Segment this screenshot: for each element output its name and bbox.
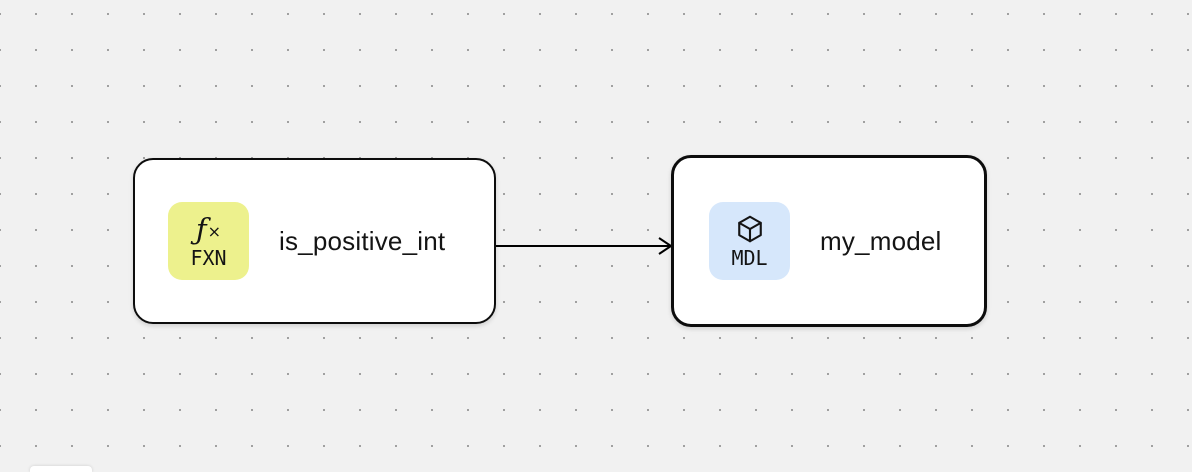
node-my_model[interactable]: MDL my_model [671,155,987,327]
edge-is_positive_int-to-my_model[interactable] [495,235,675,257]
cube-icon [735,212,765,246]
model-badge: MDL [709,202,790,280]
node-label: is_positive_int [279,225,446,256]
function-badge: ƒ × FXN [168,202,249,280]
function-icon: ƒ × [195,211,222,246]
node-label: my_model [820,225,942,256]
controls-panel-peek[interactable] [30,466,92,472]
badge-tag: FXN [190,246,227,270]
node-is_positive_int[interactable]: ƒ × FXN is_positive_int [133,158,496,324]
badge-tag: MDL [731,246,768,270]
